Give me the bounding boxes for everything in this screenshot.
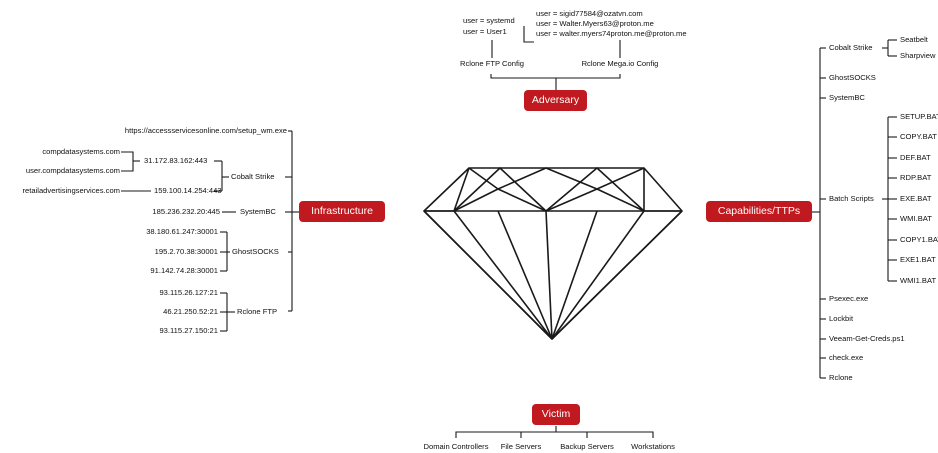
diamond-gem bbox=[424, 168, 682, 339]
rclone-ftp-user-2: user = User1 bbox=[463, 27, 507, 36]
cap-systembc: SystemBC bbox=[829, 93, 865, 102]
cobalt-ip-1: 31.172.83.162:443 bbox=[144, 156, 208, 165]
cap-batch-scripts: Batch Scripts bbox=[829, 194, 874, 203]
batch-file-copy1: COPY1.BAT bbox=[900, 235, 938, 244]
victim-file-servers: File Servers bbox=[500, 442, 542, 451]
victim-workstations: Workstations bbox=[631, 442, 675, 451]
victim-node[interactable]: Victim bbox=[532, 404, 580, 425]
victim-backup-servers: Backup Servers bbox=[560, 442, 614, 451]
cobalt-domain-3: retailadvertisingservices.com bbox=[22, 186, 121, 195]
rclone-ftp-ip-3: 93.115.27.150:21 bbox=[159, 326, 218, 335]
batch-file-wmi1: WMI1.BAT bbox=[900, 276, 937, 285]
batch-file-exe1: EXE1.BAT bbox=[900, 255, 936, 264]
batch-file-exe: EXE.BAT bbox=[900, 194, 932, 203]
capabilities-node[interactable]: Capabilities/TTPs bbox=[706, 201, 812, 222]
rclone-ftp-ip-1: 93.115.26.127:21 bbox=[159, 288, 218, 297]
cap-sharpview: Sharpview bbox=[900, 51, 936, 60]
systembc-ip: 185.236.232.20:445 bbox=[152, 207, 220, 216]
batch-file-setup: SETUP.BAT bbox=[900, 112, 938, 121]
ghostsocks-ip-3: 91.142.74.28:30001 bbox=[150, 266, 218, 275]
cap-lockbit: Lockbit bbox=[829, 314, 854, 323]
rclone-mega-user-2: user = Walter.Myers63@proton.me bbox=[536, 19, 654, 28]
infra-rclone-ftp: Rclone FTP bbox=[237, 307, 278, 316]
batch-file-def: DEF.BAT bbox=[900, 153, 931, 162]
rclone-mega-user-3: user = walter.myers74proton.me@proton.me bbox=[536, 29, 687, 38]
cap-psexec: Psexec.exe bbox=[829, 294, 869, 303]
rclone-mega-config: Rclone Mega.io Config bbox=[581, 59, 659, 68]
cobalt-domain-2: user.compdatasystems.com bbox=[25, 166, 120, 175]
cobalt-ip-2: 159.100.14.254:443 bbox=[154, 186, 222, 195]
adversary-node[interactable]: Adversary bbox=[524, 90, 587, 111]
ghostsocks-ip-2: 195.2.70.38:30001 bbox=[154, 247, 218, 256]
malware-url: https://accessservicesonline.com/setup_w… bbox=[124, 126, 287, 135]
batch-file-copy: COPY.BAT bbox=[900, 132, 937, 141]
infrastructure-node[interactable]: Infrastructure bbox=[299, 201, 385, 222]
cap-ghostsocks: GhostSOCKS bbox=[829, 73, 876, 82]
infra-systembc: SystemBC bbox=[240, 207, 276, 216]
cap-veeam-get-creds: Veeam-Get-Creds.ps1 bbox=[829, 334, 905, 343]
infra-cobalt-strike: Cobalt Strike bbox=[231, 172, 275, 181]
rclone-ftp-config: Rclone FTP Config bbox=[459, 59, 524, 68]
batch-file-wmi: WMI.BAT bbox=[900, 214, 932, 223]
victim-domain-controllers: Domain Controllers bbox=[423, 442, 489, 451]
ghostsocks-ip-1: 38.180.61.247:30001 bbox=[146, 227, 218, 236]
cap-cobalt-strike: Cobalt Strike bbox=[829, 43, 873, 52]
rclone-ftp-ip-2: 46.21.250.52:21 bbox=[163, 307, 218, 316]
rclone-ftp-user-1: user = systemd bbox=[463, 16, 515, 25]
infra-ghostsocks: GhostSOCKS bbox=[232, 247, 279, 256]
cap-rclone: Rclone bbox=[829, 373, 853, 382]
cap-check-exe: check.exe bbox=[829, 353, 864, 362]
batch-file-rdp: RDP.BAT bbox=[900, 173, 932, 182]
cobalt-domain-1: compdatasystems.com bbox=[42, 147, 120, 156]
rclone-mega-user-1: user = sigid77584@ozatvn.com bbox=[536, 9, 643, 18]
cap-seatbelt: Seatbelt bbox=[900, 35, 928, 44]
